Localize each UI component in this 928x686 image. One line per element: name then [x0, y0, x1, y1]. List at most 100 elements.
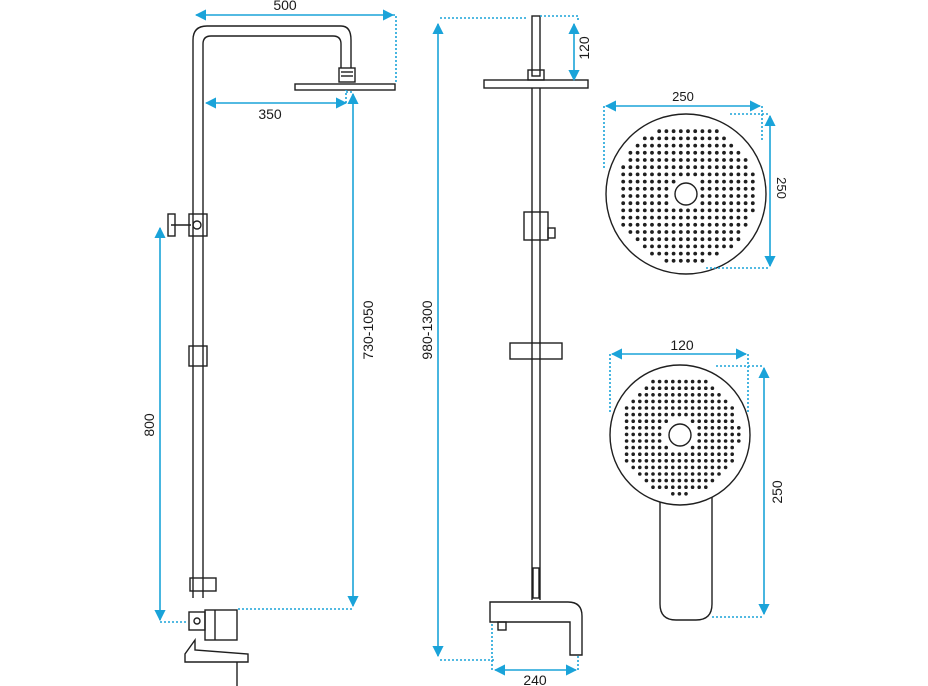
- nozzle-dot: [671, 386, 675, 391]
- nozzle-dot: [704, 379, 708, 384]
- hand-shower-nozzles: [624, 379, 741, 496]
- nozzle-dot: [704, 465, 708, 470]
- nozzle-dot: [635, 143, 640, 148]
- dim-arm-reach: 350: [258, 106, 282, 122]
- nozzle-dot: [730, 419, 734, 424]
- nozzle-dot: [707, 222, 712, 227]
- nozzle-dot: [700, 201, 705, 206]
- nozzle-dot: [707, 158, 712, 162]
- nozzle-dot: [624, 419, 629, 424]
- nozzle-dot: [657, 129, 662, 134]
- nozzle-dot: [729, 158, 734, 162]
- nozzle-dot: [644, 432, 649, 437]
- nozzle-dot: [722, 208, 726, 213]
- nozzle-dot: [690, 393, 695, 397]
- nozzle-dot: [650, 222, 654, 227]
- nozzle-dot: [690, 459, 695, 463]
- nozzle-dot: [722, 222, 726, 227]
- nozzle-dot: [743, 158, 748, 162]
- nozzle-dot: [700, 258, 705, 263]
- nozzle-dot: [638, 439, 642, 443]
- nozzle-dot: [678, 208, 683, 213]
- nozzle-dot: [650, 251, 654, 256]
- nozzle-dot: [664, 459, 668, 463]
- nozzle-dot: [657, 172, 662, 177]
- nozzle-dot: [684, 386, 688, 391]
- nozzle-dot: [714, 136, 719, 141]
- side-holder: [188, 213, 208, 237]
- nozzle-dot: [671, 412, 675, 417]
- nozzle-dot: [722, 143, 726, 148]
- nozzle-dot: [722, 194, 726, 198]
- nozzle-dot: [697, 452, 701, 457]
- nozzle-dot: [664, 478, 668, 483]
- nozzle-dot: [671, 465, 675, 470]
- nozzle-dot: [707, 201, 712, 206]
- nozzle-dot: [730, 459, 734, 463]
- nozzle-dot: [624, 406, 629, 410]
- nozzle-dot: [714, 230, 719, 234]
- nozzle-dot: [635, 230, 640, 234]
- nozzle-dot: [697, 485, 701, 490]
- nozzle-dot: [686, 208, 690, 213]
- nozzle-dot: [730, 452, 734, 457]
- nozzle-dot: [710, 426, 715, 430]
- nozzle-dot: [722, 215, 726, 220]
- nozzle-dot: [736, 222, 741, 227]
- hand-shower-handle: [659, 496, 713, 621]
- nozzle-dot: [700, 179, 705, 184]
- nozzle-dot: [657, 251, 662, 256]
- nozzle-dot: [638, 412, 642, 417]
- nozzle-dot: [635, 237, 640, 242]
- nozzle-dot: [628, 222, 633, 227]
- nozzle-dot: [678, 172, 683, 177]
- nozzle-dot: [686, 237, 690, 242]
- nozzle-dot: [642, 143, 647, 148]
- nozzle-dot: [690, 379, 695, 384]
- nozzle-dot: [624, 452, 629, 457]
- nozzle-dot: [693, 150, 698, 155]
- nozzle-dot: [678, 258, 683, 263]
- nozzle-dot: [628, 158, 633, 162]
- dim-total-height-range: 980-1300: [419, 300, 435, 359]
- nozzle-dot: [686, 244, 690, 249]
- nozzle-dot: [671, 129, 676, 134]
- nozzle-dot: [677, 485, 682, 490]
- nozzle-dot: [743, 215, 748, 220]
- nozzle-dot: [678, 215, 683, 220]
- nozzle-dot: [624, 432, 629, 437]
- nozzle-dot: [686, 136, 690, 141]
- nozzle-dot: [750, 201, 755, 206]
- nozzle-dot: [690, 445, 695, 450]
- side-rain-head: [294, 83, 396, 91]
- nozzle-dot: [722, 150, 726, 155]
- nozzle-dot: [657, 386, 662, 391]
- nozzle-dot: [729, 201, 734, 206]
- nozzle-dot: [710, 386, 715, 391]
- nozzle-dot: [664, 230, 669, 234]
- nozzle-dot: [677, 399, 682, 404]
- nozzle-dot: [723, 419, 728, 424]
- nozzle-dot: [621, 201, 626, 206]
- nozzle-dot: [650, 237, 654, 242]
- nozzle-dot: [736, 230, 741, 234]
- dim-mixer-width: 240: [523, 672, 547, 686]
- nozzle-dot: [729, 186, 734, 191]
- nozzle-dot: [657, 485, 662, 490]
- dim-arm-length: 500: [273, 0, 297, 13]
- nozzle-dot: [722, 179, 726, 184]
- nozzle-dot: [714, 158, 719, 162]
- nozzle-dot: [677, 386, 682, 391]
- nozzle-dot: [736, 158, 741, 162]
- nozzle-dot: [671, 406, 675, 410]
- nozzle-dot: [707, 251, 712, 256]
- nozzle-dot: [697, 459, 701, 463]
- nozzle-dot: [710, 406, 715, 410]
- nozzle-dot: [638, 419, 642, 424]
- nozzle-dot: [736, 215, 741, 220]
- nozzle-dot: [686, 222, 690, 227]
- nozzle-dot: [686, 143, 690, 148]
- nozzle-dot: [717, 432, 721, 437]
- nozzle-dot: [621, 186, 626, 191]
- nozzle-dot: [657, 208, 662, 213]
